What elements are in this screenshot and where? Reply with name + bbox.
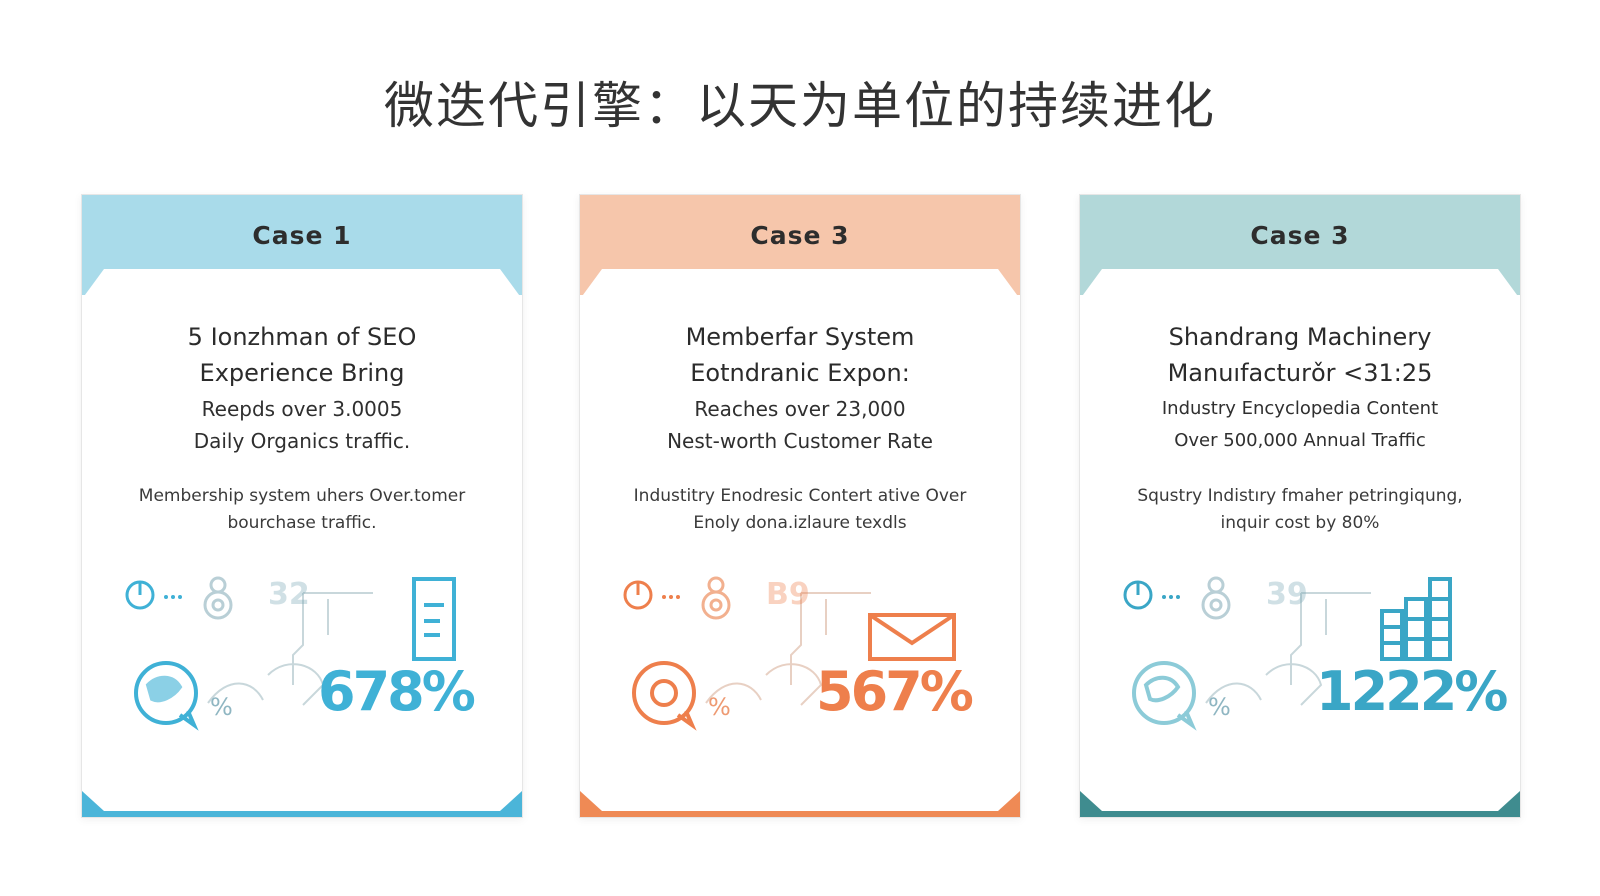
icon-number: B9 <box>766 577 810 612</box>
case-label: Case 1 <box>252 221 352 250</box>
headline-line-1: 5 Ionzhman of SEO <box>187 323 417 351</box>
card-description: Industitry Enodresic Contert ative Over … <box>600 483 1000 537</box>
subline-line-1: Reepds over 3.0005 <box>201 397 403 421</box>
card-description: Membership system uhers Over.tomer bourc… <box>102 483 502 537</box>
header-divider <box>580 269 1020 299</box>
card-infographic: % 39 1222% <box>1116 575 1508 735</box>
case-label: Case 3 <box>750 221 850 250</box>
bar-chart-icon <box>1380 577 1452 661</box>
headline-line-2: Manuıfacturǒr <31:25 <box>1167 359 1433 387</box>
headline-line-1: Shandrang Machinery <box>1168 323 1432 351</box>
card-footer-bar <box>580 791 1020 817</box>
card-infographic: % B9 567% <box>616 575 986 735</box>
big-percent: 1222% <box>1316 660 1508 723</box>
headline-line-2: Experience Bring <box>199 359 405 387</box>
card-footer-bar <box>82 791 522 817</box>
big-percent: 567% <box>816 660 974 723</box>
card-headline: 5 Ionzhman of SEO Experience Bring <box>98 319 506 391</box>
description-line-1: Squstry Indistıry fmaher petringiqung, <box>1137 486 1463 506</box>
card-header: Case 3 <box>1080 195 1520 299</box>
case-card-1: Case 1 5 Ionzhman of SEO Experience Brin… <box>81 194 523 818</box>
description-line-2: Enoly dona.izlaure texdls <box>693 513 907 533</box>
subline-line-1: Reaches over 23,000 <box>694 397 906 421</box>
globe-chat-icon <box>1132 661 1197 731</box>
description-line-2: inquir cost by 80% <box>1220 513 1380 533</box>
icon-number: 39 <box>1266 577 1308 612</box>
page-title: 微迭代引擎：以天为单位的持续进化 <box>384 77 1216 135</box>
power-icon <box>125 580 155 610</box>
svg-text:%: % <box>708 693 731 721</box>
globe-chat-icon <box>134 661 199 731</box>
card-infographic: % 32 678% <box>118 575 488 735</box>
subline-line-2: Over 500,000 Annual Traffic <box>1174 430 1426 451</box>
card-headline: Shandrang Machinery Manuıfacturǒr <31:25 <box>1096 319 1504 391</box>
subline-line-1: Industry Encyclopedia Content <box>1161 398 1439 419</box>
description-line-2: bourchase traffic. <box>227 513 377 533</box>
chat-gear-icon <box>632 661 697 731</box>
case-card-3: Case 3 Shandrang Machinery Manuıfacturǒr… <box>1079 194 1521 818</box>
bar-chart-icon <box>412 577 456 661</box>
subline-line-2: Nest-worth Customer Rate <box>667 429 933 453</box>
card-description: Squstry Indistıry fmaher petringiqung, i… <box>1100 483 1500 537</box>
headline-line-2: Eotndranic Expon: <box>690 359 910 387</box>
card-subline: Reepds over 3.0005 Daily Organics traffi… <box>98 393 506 457</box>
card-header: Case 1 <box>82 195 522 299</box>
case-label: Case 3 <box>1250 221 1350 250</box>
card-header: Case 3 <box>580 195 1020 299</box>
envelope-icon <box>868 613 956 661</box>
card-subline: Industry Encyclopedia Content Over 500,0… <box>1096 393 1504 457</box>
case-card-2: Case 3 Memberfar System Eotndranic Expon… <box>579 194 1021 818</box>
svg-text:%: % <box>1208 693 1231 721</box>
card-footer-bar <box>1080 791 1520 817</box>
card-headline: Memberfar System Eotndranic Expon: <box>596 319 1004 391</box>
description-line-1: Membership system uhers Over.tomer <box>138 486 466 506</box>
subline-line-2: Daily Organics traffic. <box>193 429 411 453</box>
gear-icon <box>1201 576 1231 620</box>
headline-line-1: Memberfar System <box>685 323 915 351</box>
description-line-1: Industitry Enodresic Contert ative Over <box>633 486 967 506</box>
header-divider <box>1080 269 1520 299</box>
icon-number: 32 <box>268 577 310 612</box>
card-subline: Reaches over 23,000 Nest-worth Customer … <box>596 393 1004 457</box>
big-percent: 678% <box>318 660 476 723</box>
power-icon <box>1123 580 1153 610</box>
header-divider <box>82 269 522 299</box>
gear-icon <box>203 576 233 620</box>
svg-text:%: % <box>210 693 233 721</box>
power-icon <box>623 580 653 610</box>
gear-icon <box>701 576 731 620</box>
